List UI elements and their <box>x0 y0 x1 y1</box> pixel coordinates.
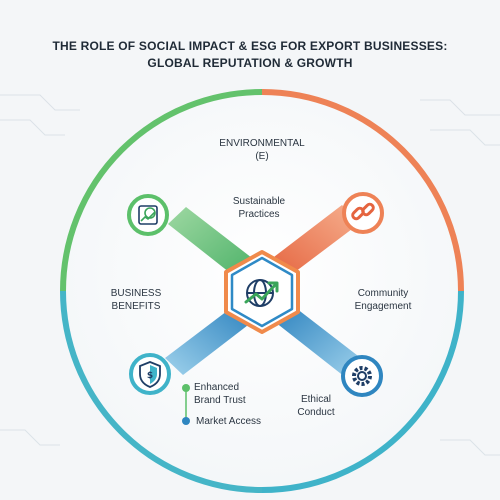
ethical-line-2: Conduct <box>297 407 335 418</box>
arm-bottom-right <box>275 305 362 377</box>
recycle-chart-icon <box>138 205 158 225</box>
community-line-2: Engagement <box>354 301 412 312</box>
bullet-blue <box>182 417 190 425</box>
business-line-1: BUSINESS <box>110 288 162 299</box>
ethical-conduct-label: Ethical Conduct <box>286 393 346 419</box>
ring-arc-green <box>60 89 263 292</box>
title-line-2: GLOBAL REPUTATION & GROWTH <box>147 56 353 70</box>
market-access-label: Market Access <box>196 416 262 427</box>
gear-icon <box>352 366 372 386</box>
brand-trust-node: $ <box>129 353 171 395</box>
ethical-line-1: Ethical <box>300 394 331 405</box>
business-benefits-label: BUSINESS BENEFITS <box>96 287 176 313</box>
ethics-node <box>341 355 383 397</box>
community-line-1: Community <box>357 288 409 299</box>
sustainability-node <box>127 194 169 236</box>
brand-line-2: Brand Trust <box>194 395 246 406</box>
ring-arc-orange <box>261 89 464 292</box>
arm-top-left <box>168 207 252 276</box>
bullet-connector <box>182 384 190 425</box>
center-hexagon <box>224 250 300 334</box>
environmental-sub-text: (E) <box>255 151 269 162</box>
enhanced-brand-trust-label: Enhanced Brand Trust <box>194 381 246 407</box>
globe-growth-icon <box>244 279 279 307</box>
outer-ring <box>60 89 464 493</box>
x-arms <box>165 205 362 377</box>
sustainable-line-2: Practices <box>238 209 280 220</box>
sustainable-line-1: Sustainable <box>232 196 286 207</box>
shield-dollar-icon: $ <box>139 361 161 388</box>
background-circuit-lines <box>0 94 500 456</box>
bullet-green <box>182 384 190 392</box>
title-line-1: THE ROLE OF SOCIAL IMPACT & ESG FOR EXPO… <box>52 39 448 53</box>
environmental-label: ENVIRONMENTAL (E) <box>202 137 322 163</box>
community-engagement-label: Community Engagement <box>338 287 428 313</box>
arm-top-right <box>270 205 360 278</box>
brand-line-1: Enhanced <box>194 382 240 393</box>
sustainable-practices-label: Sustainable Practices <box>214 195 304 221</box>
chain-link-icon <box>351 202 375 221</box>
environmental-text: ENVIRONMENTAL <box>219 138 305 149</box>
svg-text:$: $ <box>147 371 153 381</box>
ring-arc-teal-left <box>60 290 263 493</box>
ring-arc-teal-right <box>261 290 464 493</box>
business-line-2: BENEFITS <box>111 301 161 312</box>
page-title: THE ROLE OF SOCIAL IMPACT & ESG FOR EXPO… <box>0 38 500 72</box>
arm-bottom-left <box>165 305 252 375</box>
community-node <box>342 192 384 234</box>
